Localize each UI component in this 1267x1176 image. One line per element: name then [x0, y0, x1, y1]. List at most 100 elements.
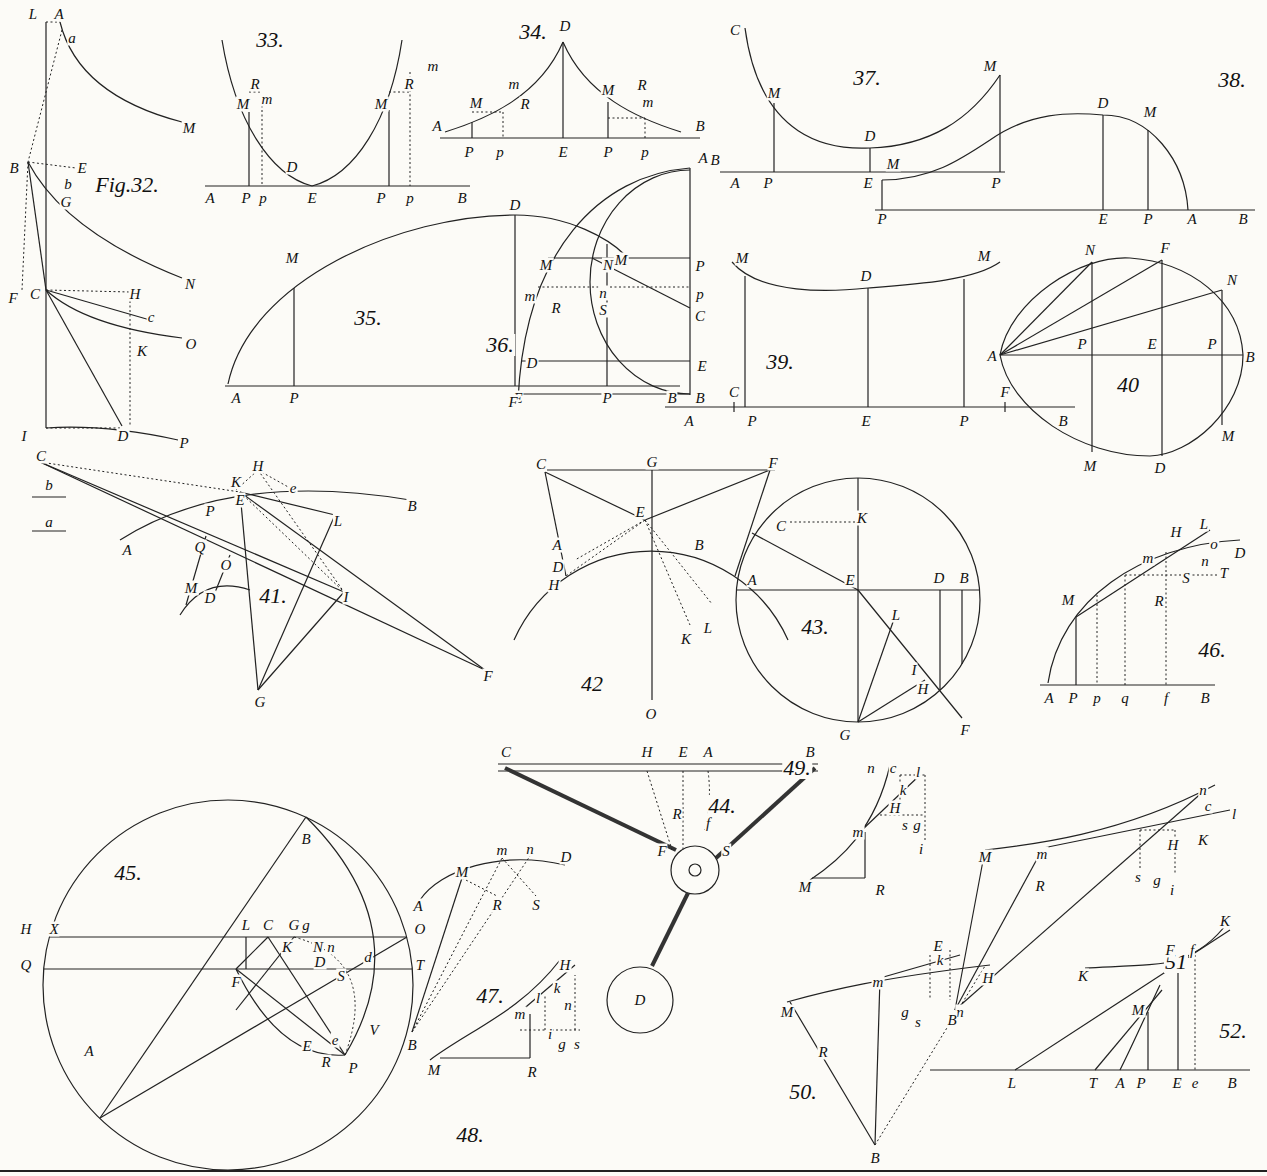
point-letter: P — [602, 145, 613, 160]
figure-stroke — [60, 22, 182, 122]
point-letter: K — [856, 511, 868, 526]
figure-stroke — [514, 551, 788, 640]
figure-stroke — [683, 771, 684, 850]
point-letter: R — [491, 898, 502, 913]
figure-stroke — [100, 817, 306, 1118]
figure-stroke — [1048, 540, 1240, 683]
point-letter: M — [767, 86, 782, 101]
figure-stroke — [0, 1170, 1267, 1172]
point-letter: L — [703, 621, 713, 636]
point-letter: E — [76, 161, 87, 176]
figure-stroke — [1000, 290, 1222, 355]
point-letter: E — [696, 359, 707, 374]
figure-stroke — [258, 470, 344, 592]
figure-stroke — [645, 470, 770, 520]
point-letter: D — [933, 571, 946, 586]
point-letter: s — [901, 818, 909, 833]
point-letter: B — [666, 391, 677, 406]
figure-stroke — [963, 279, 964, 407]
figure-number: 34. — [518, 21, 548, 43]
point-letter: n — [598, 286, 608, 301]
point-letter: D — [552, 560, 565, 575]
point-letter: D — [1097, 96, 1110, 111]
figure-stroke — [733, 402, 734, 412]
point-letter: X — [48, 922, 59, 937]
plate-rule — [0, 1171, 1267, 1172]
figure-stroke — [1000, 354, 1243, 355]
point-letter: B — [1226, 1076, 1237, 1091]
figure-37 — [720, 28, 1005, 172]
point-letter: g — [912, 818, 922, 833]
figure-stroke — [240, 492, 344, 592]
point-letter: G — [839, 728, 852, 743]
figure-stroke — [1004, 402, 1005, 412]
figure-stroke — [1161, 260, 1162, 456]
figure-stroke — [545, 995, 546, 1030]
figure-32 — [22, 22, 182, 440]
figure-stroke — [240, 492, 485, 670]
point-letter: M — [1061, 593, 1076, 608]
point-letter: O — [414, 922, 427, 937]
point-letter: b — [44, 478, 54, 493]
point-letter: C — [500, 745, 512, 760]
figure-stroke — [498, 770, 818, 771]
point-letter: A — [746, 573, 757, 588]
point-letter: m — [524, 289, 537, 304]
point-letter: H — [641, 745, 654, 760]
figure-stroke — [925, 775, 926, 840]
figure-stroke — [100, 937, 407, 1118]
point-letter: P — [463, 145, 474, 160]
figure-stroke — [1221, 290, 1222, 425]
figure-stroke — [732, 262, 1000, 290]
point-letter: M — [285, 251, 300, 266]
point-letter: C — [262, 918, 274, 933]
figure-stroke — [858, 680, 925, 722]
point-letter: M — [1143, 105, 1158, 120]
figure-stroke — [245, 937, 246, 969]
point-letter: e — [289, 481, 298, 496]
point-letter: F — [959, 723, 970, 738]
figure-stroke — [529, 1014, 530, 1058]
point-letter: K — [230, 475, 242, 490]
figure-stroke — [858, 622, 893, 722]
point-letter: H — [982, 971, 995, 986]
point-letter: H — [1167, 838, 1180, 853]
figure-number: 39. — [765, 351, 795, 373]
point-letter: M — [978, 850, 993, 865]
figure-stroke — [240, 492, 258, 690]
figure-stroke — [1076, 530, 1210, 617]
point-letter: M — [601, 83, 616, 98]
point-letter: G — [288, 918, 301, 933]
point-letter: M — [1131, 1003, 1146, 1018]
point-letter: M — [184, 581, 199, 596]
point-letter: k — [899, 783, 908, 798]
figure-39 — [665, 262, 1075, 412]
point-letter: C — [535, 457, 547, 472]
point-letter: P — [347, 1061, 358, 1076]
figure-34 — [440, 42, 700, 138]
point-letter: L — [891, 608, 901, 623]
figure-number: 36. — [485, 334, 515, 356]
figure-stroke — [744, 276, 745, 407]
figure-50 — [787, 950, 990, 1145]
point-letter: c — [889, 761, 898, 776]
point-letter: l — [1231, 807, 1237, 822]
point-letter: S — [1181, 571, 1191, 586]
point-letter: P — [178, 436, 189, 451]
figure-stroke — [545, 472, 645, 520]
point-letter: P — [288, 391, 299, 406]
figure-stroke — [955, 848, 1043, 1010]
figure-stroke — [46, 427, 178, 440]
point-letter: B — [694, 391, 705, 406]
point-letter: I — [21, 429, 28, 444]
figure-stroke — [462, 878, 497, 896]
point-letter: F — [1159, 241, 1170, 256]
figure-stroke — [790, 522, 855, 523]
point-letter: E — [557, 145, 568, 160]
figure-number: 45. — [113, 862, 143, 884]
figure-stroke — [900, 775, 925, 776]
point-letter: m — [508, 77, 521, 92]
figure-stroke — [736, 478, 980, 722]
figure-stroke — [1140, 830, 1175, 831]
point-letter: V — [368, 1023, 379, 1038]
